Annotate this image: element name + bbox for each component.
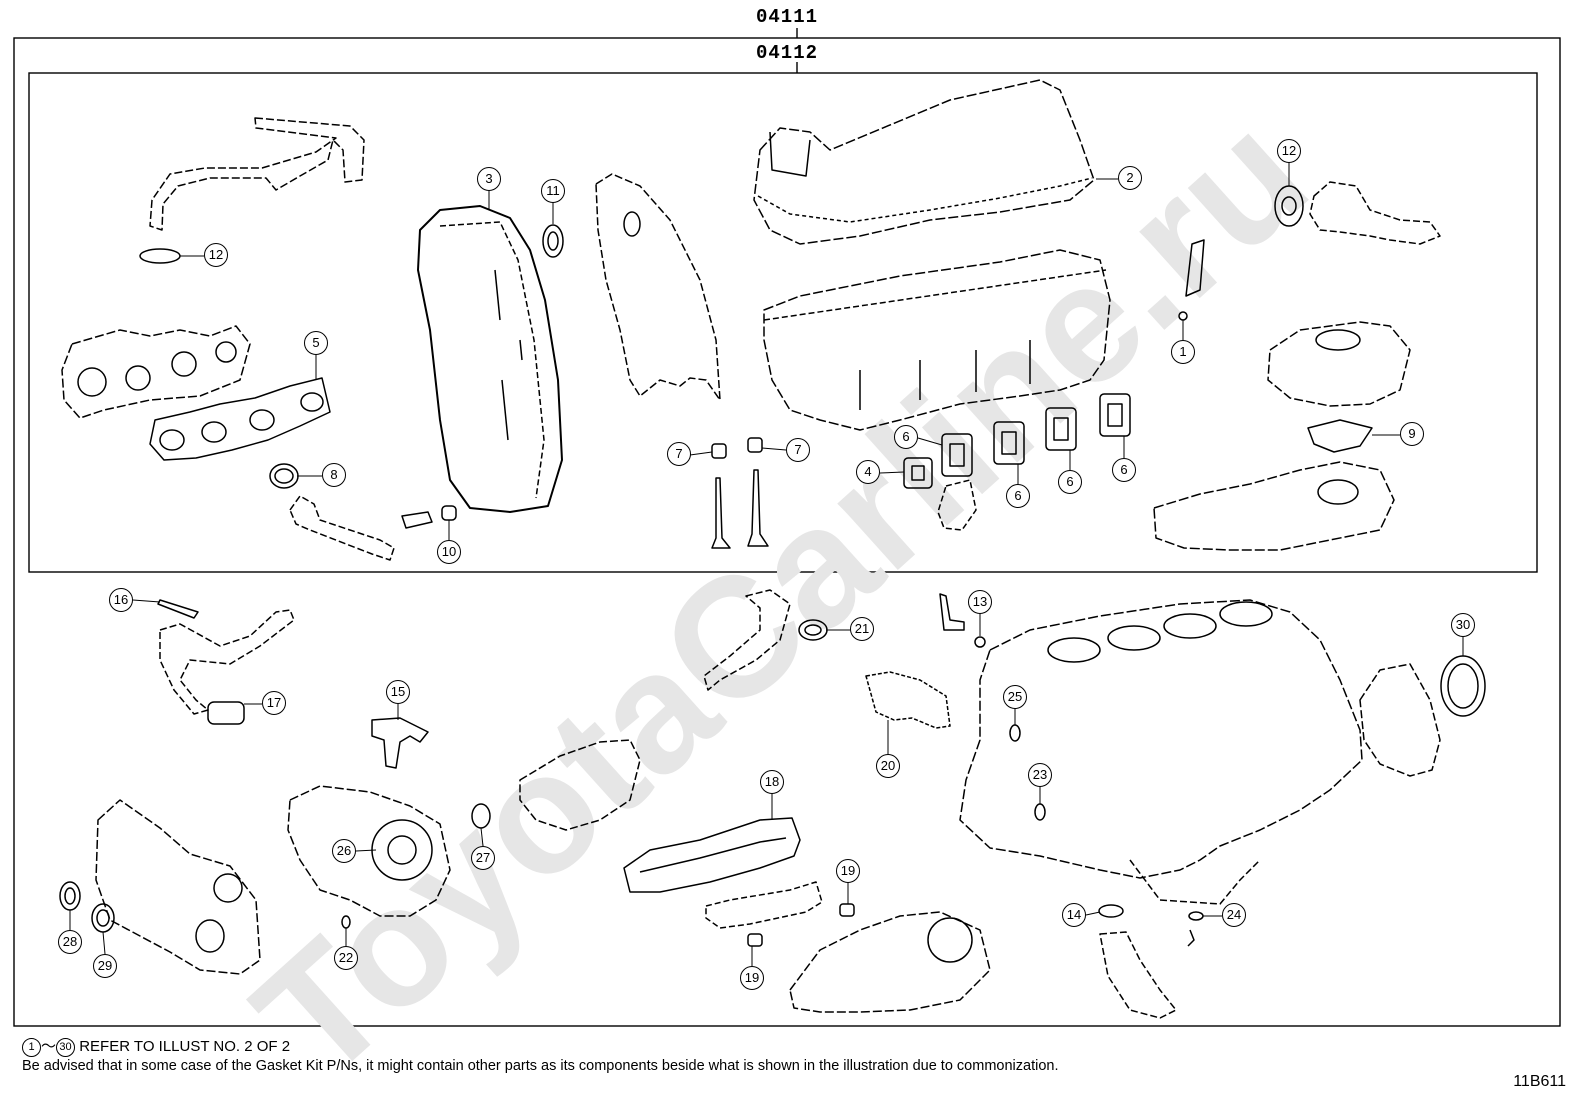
callout-12-right: 12: [1277, 139, 1301, 163]
callout-26: 26: [332, 839, 356, 863]
manifold-gasket-part: [149, 377, 331, 461]
callout-28: 28: [58, 930, 82, 954]
inner-kit-frame: [28, 72, 1538, 573]
callout-6-a: 6: [894, 425, 918, 449]
timing-plate-part: [595, 173, 721, 401]
callout-25: 25: [1003, 685, 1027, 709]
callout-29: 29: [93, 954, 117, 978]
callout-10: 10: [437, 540, 461, 564]
intake-manifold-part: [1153, 461, 1395, 551]
range-tilde: ～: [41, 1038, 57, 1055]
callout-15: 15: [386, 680, 410, 704]
callout-30: 30: [1451, 613, 1475, 637]
callout-6-d: 6: [1112, 458, 1136, 482]
callout-2: 2: [1118, 166, 1142, 190]
advisory-note: Be advised that in some case of the Gask…: [22, 1058, 1059, 1074]
callout-20: 20: [876, 754, 900, 778]
cylinder-head-part: [763, 249, 1111, 431]
water-pipe-part: [149, 117, 365, 231]
callout-18: 18: [760, 770, 784, 794]
callout-9: 9: [1400, 422, 1424, 446]
callout-13: 13: [968, 590, 992, 614]
kit-code-inner: 04112: [756, 42, 819, 64]
callout-6-c: 6: [1058, 470, 1082, 494]
refer-note: 1～30 REFER TO ILLUST NO. 2 OF 2: [22, 1035, 290, 1057]
range-end-callout: 30: [56, 1037, 76, 1057]
cylinder-block-part: [959, 599, 1363, 879]
callout-6-b: 6: [1006, 484, 1030, 508]
timing-belt-cover-part: [417, 205, 563, 513]
callout-7-left: 7: [667, 442, 691, 466]
kit-code-outer: 04111: [756, 6, 819, 28]
callout-27: 27: [471, 846, 495, 870]
callout-21: 21: [850, 617, 874, 641]
outer-kit-frame: [13, 37, 1561, 1027]
gasket-part: [139, 248, 181, 264]
callout-3: 3: [477, 167, 501, 191]
callout-19-lower: 19: [740, 966, 764, 990]
callout-8: 8: [322, 463, 346, 487]
callout-23: 23: [1028, 763, 1052, 787]
callout-24: 24: [1222, 903, 1246, 927]
timing-case-part: [95, 799, 261, 975]
callout-19-upper: 19: [836, 859, 860, 883]
callout-16: 16: [109, 588, 133, 612]
callout-7-right: 7: [786, 438, 810, 462]
refer-text: REFER TO ILLUST NO. 2 OF 2: [79, 1038, 291, 1055]
callout-5: 5: [304, 331, 328, 355]
callout-1: 1: [1171, 340, 1195, 364]
cylinder-head-cover-part: [753, 79, 1095, 245]
callout-22: 22: [334, 946, 358, 970]
callout-14: 14: [1062, 903, 1086, 927]
exhaust-manifold-part: [61, 325, 251, 419]
callout-17: 17: [262, 691, 286, 715]
callout-12-left: 12: [204, 243, 228, 267]
callout-11: 11: [541, 179, 565, 203]
callout-4: 4: [856, 460, 880, 484]
illustration-reference: 11B611: [1513, 1073, 1566, 1090]
range-start-callout: 1: [22, 1037, 41, 1057]
watermark: ToyotaCarline.ru: [220, 79, 1342, 1099]
